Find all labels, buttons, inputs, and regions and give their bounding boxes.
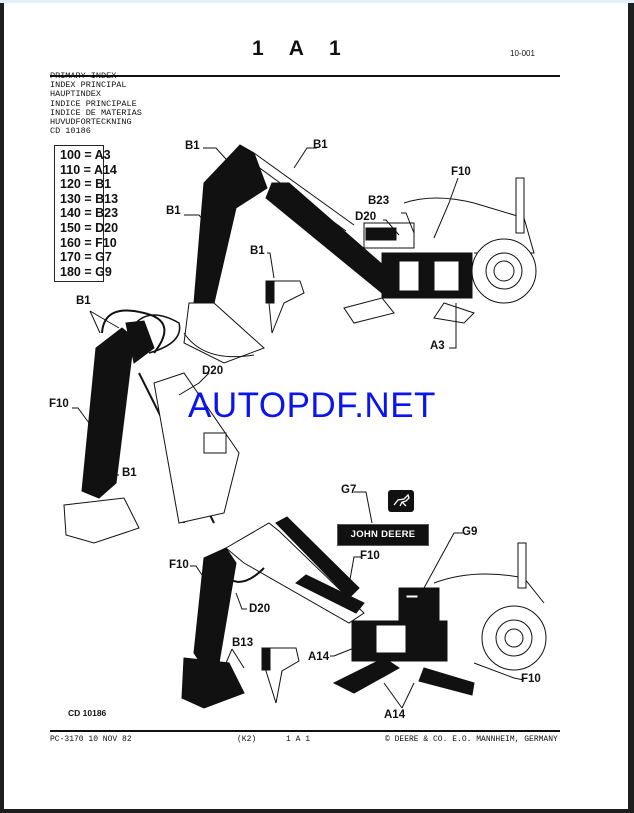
bottom-boom (193, 547, 237, 669)
section-index-box: 100 = A3 110 = A14 120 = B1 130 = B13 14… (54, 145, 118, 282)
callout-f10: F10 (169, 559, 189, 571)
callout-d20: D20 (355, 211, 377, 223)
index-cd-number: CD 10186 (50, 126, 91, 137)
top-rear-wheel (471, 238, 537, 304)
bottom-rear-wheel (481, 605, 547, 671)
watermark-link[interactable]: AUTOPDF.NET (188, 386, 436, 425)
callout-d20: D20 (202, 365, 224, 377)
callout-f10: F10 (521, 673, 541, 685)
bottom-ripper (261, 647, 300, 704)
callout-d20: D20 (249, 603, 271, 615)
index-entry[interactable]: 180 = G9 (60, 264, 112, 279)
index-title-de: HAUPTINDEX (50, 89, 102, 100)
index-title-es: INDICE DE MATERIAS (50, 107, 142, 118)
callout-b1: B1 (122, 467, 137, 479)
callout-b1: B1 (250, 245, 265, 257)
index-title-fr: INDEX PRINCIPAL (50, 80, 127, 91)
callout-f10: F10 (49, 398, 69, 410)
callout-a14: A14 (384, 709, 406, 721)
callout-b1: B1 (166, 205, 181, 217)
callout-b1: B1 (185, 140, 200, 152)
left-dipper-arm (81, 327, 135, 499)
footer-copyright: © DEERE & CO. E.O. MANNHEIM, GERMANY (385, 735, 558, 744)
figure-code: CD 10186 (68, 708, 107, 718)
callout-f10: F10 (360, 550, 380, 562)
footer-revision: (K2) (237, 735, 257, 744)
index-entry[interactable]: 110 = A14 (60, 162, 117, 177)
page-title: 1 A 1 (252, 37, 351, 60)
index-entry[interactable]: 170 = G7 (60, 250, 112, 265)
index-entry[interactable]: 160 = F10 (60, 235, 117, 250)
footer-doc-id: PC-3170 10 NOV 82 (50, 735, 132, 744)
footer-rule (50, 730, 560, 732)
john-deere-badge: JOHN DEERE (337, 524, 429, 546)
index-title-it: INDICE PRINCIPALE (50, 98, 137, 109)
bottom-dipper-cylinder (275, 516, 360, 599)
backhoe-illustration (63, 144, 547, 709)
header-rule (50, 75, 560, 77)
window-top-bar (0, 0, 634, 3)
index-entry[interactable]: 120 = B1 (60, 177, 112, 192)
footer-section: 1 A 1 (286, 735, 311, 744)
bottom-control-console (398, 587, 440, 624)
callout-g9: G9 (462, 526, 478, 538)
left-bucket (63, 497, 140, 544)
page-code: 10-001 (510, 49, 535, 58)
callout-b1: B1 (313, 139, 328, 151)
document-page: 1 A 1 10-001 PRIMARY INDEX INDEX PRINCIP… (4, 3, 628, 809)
callout-a14: A14 (308, 651, 330, 663)
callout-b13: B13 (232, 637, 254, 649)
deer-icon (393, 493, 410, 507)
callout-a3: A3 (430, 340, 445, 352)
john-deere-deer-logo-icon (388, 490, 414, 512)
callout-b23: B23 (368, 195, 390, 207)
index-entry[interactable]: 100 = A3 (60, 148, 111, 162)
bottom-bucket (181, 657, 245, 709)
index-title-en: PRIMARY INDEX (50, 71, 117, 81)
top-boom (193, 144, 268, 309)
index-title-sv: HUVUDFORTECKNING (50, 117, 132, 128)
top-bucket (183, 302, 265, 364)
callout-b1: B1 (76, 295, 91, 307)
index-title-list: PRIMARY INDEX INDEX PRINCIPAL HAUPTINDEX… (50, 71, 142, 137)
callout-f10: F10 (451, 166, 471, 178)
callout-g7: G7 (341, 484, 357, 496)
